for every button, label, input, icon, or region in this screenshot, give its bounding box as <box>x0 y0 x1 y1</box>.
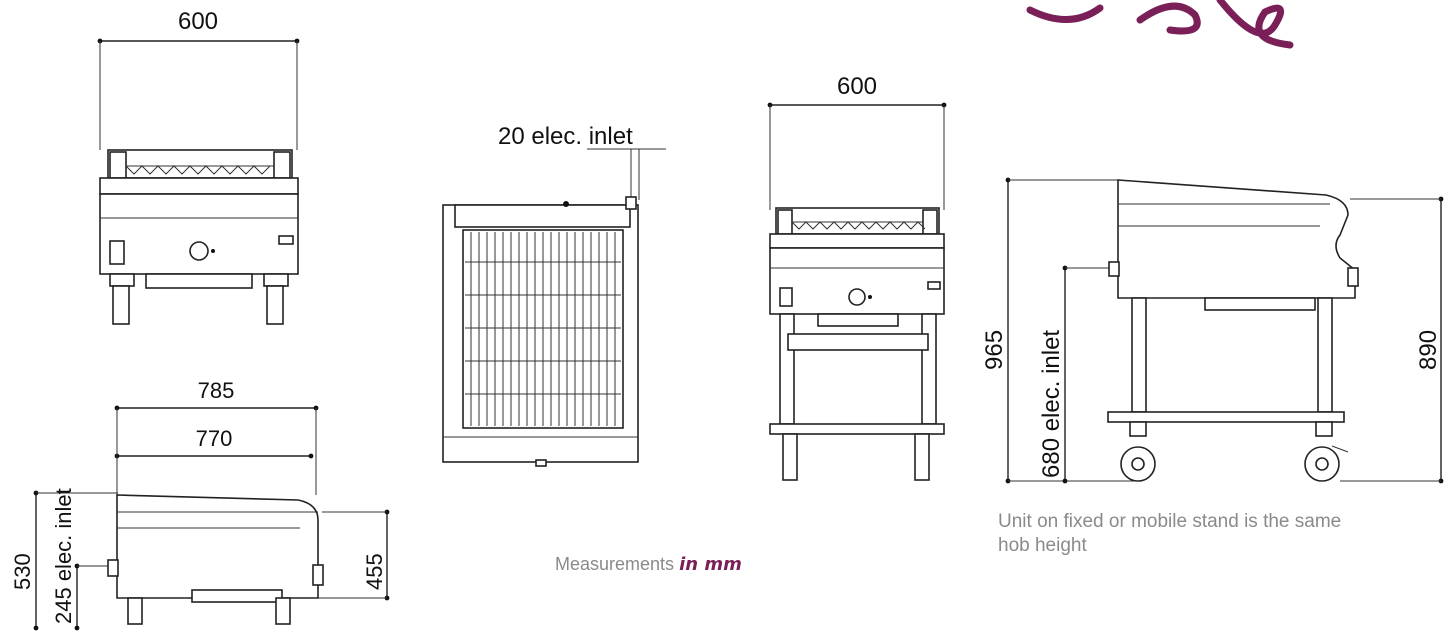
units-emphasis: in mm <box>679 554 742 575</box>
stand-total-height-label: 965 <box>981 330 1008 370</box>
brand-script-accent <box>1026 0 1294 49</box>
side-height-hob-label: 455 <box>362 553 387 590</box>
stand-height-note: Unit on fixed or mobile stand is the sam… <box>998 511 1342 556</box>
stand-hob-height-label: 890 <box>1415 330 1442 370</box>
stand-front-view: 600 <box>767 73 947 481</box>
top-view: 20 elec. inlet <box>442 123 666 467</box>
side-elec-inlet-label: 245 elec. inlet <box>51 488 76 624</box>
units-note: Measurements in mm <box>555 552 742 577</box>
front-width-label: 600 <box>178 8 218 35</box>
units-prefix: Measurements <box>555 554 675 574</box>
side-view: 785 770 530 245 elec. inlet 455 <box>10 378 390 631</box>
stand-width-label: 600 <box>837 73 877 100</box>
front-view: 600 <box>97 8 300 325</box>
side-length-outer-label: 785 <box>198 378 235 403</box>
side-height-total-label: 530 <box>10 553 35 590</box>
stand-elec-inlet-label: 680 elec. inlet <box>1038 330 1065 478</box>
stand-side-view: 965 680 elec. inlet 890 <box>981 177 1444 484</box>
top-elec-inlet-label: 20 elec. inlet <box>498 123 633 150</box>
side-length-inner-label: 770 <box>196 426 233 451</box>
